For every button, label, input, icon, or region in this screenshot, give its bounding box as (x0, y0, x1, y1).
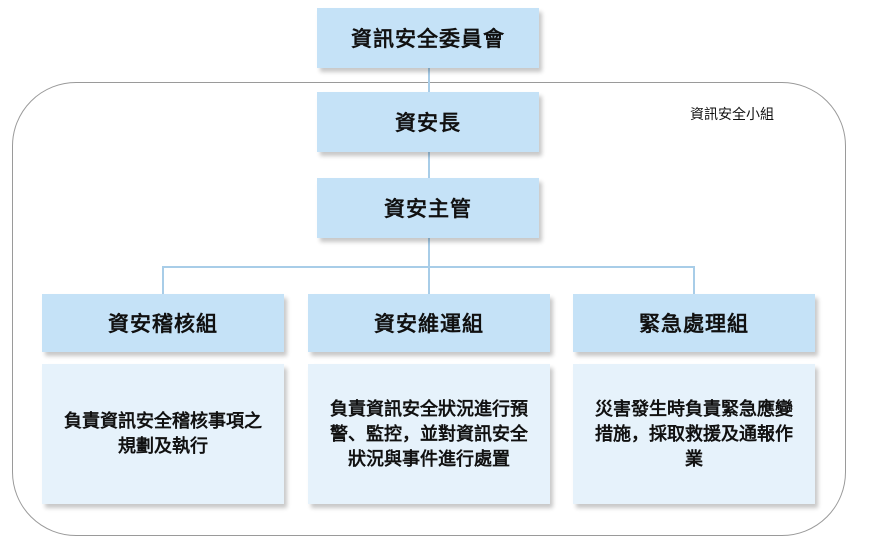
team-ops-box: 資安維運組 (308, 294, 550, 352)
connector-team-ops (428, 266, 430, 294)
team-audit-box: 資安稽核組 (42, 294, 284, 352)
connector-team-emergency (693, 266, 695, 294)
connector-team-audit (162, 266, 164, 294)
connector-committee-ciso (428, 68, 430, 92)
team-emergency-box: 緊急處理組 (573, 294, 815, 352)
security-team-label: 資訊安全小組 (690, 107, 774, 123)
manager-box: 資安主管 (317, 178, 539, 238)
team-ops-duty: 負責資訊安全狀況進行預警、監控，並對資訊安全狀況與事件進行處置 (308, 364, 550, 504)
ciso-box: 資安長 (317, 92, 539, 152)
committee-box: 資訊安全委員會 (317, 8, 539, 68)
team-emergency-duty: 災害發生時負責緊急應變措施，採取救援及通報作業 (573, 364, 815, 504)
team-audit-duty: 負責資訊安全稽核事項之規劃及執行 (42, 364, 284, 504)
connector-ciso-manager (428, 152, 430, 178)
